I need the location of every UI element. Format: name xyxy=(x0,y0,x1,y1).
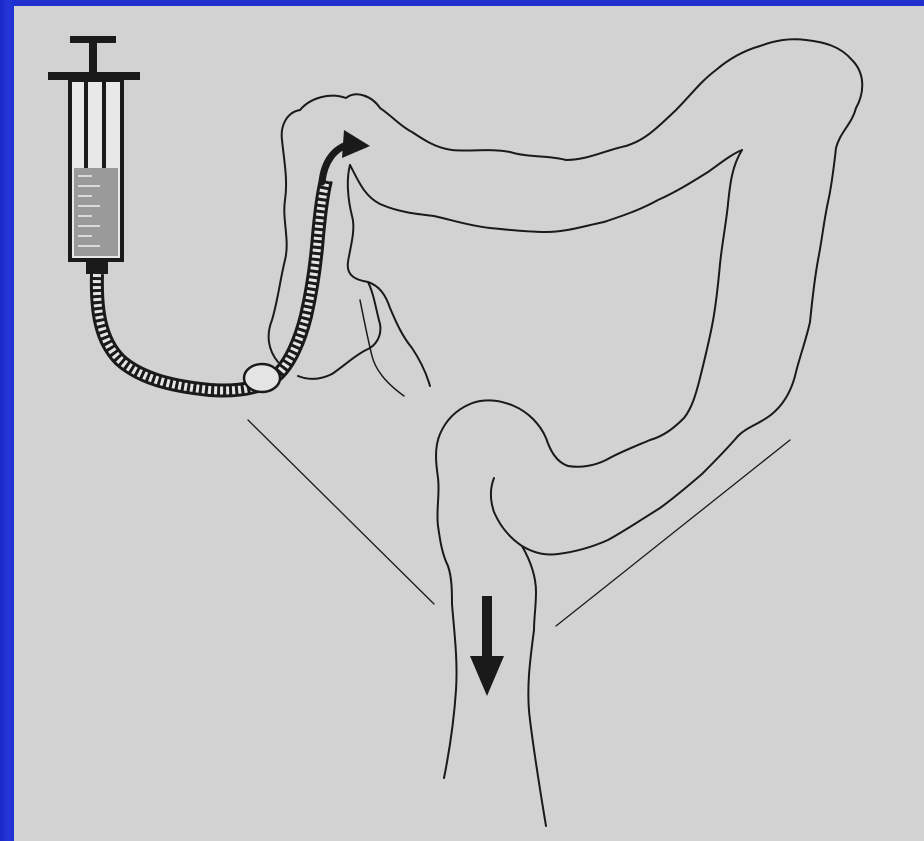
transverse-colon-lower xyxy=(350,150,742,232)
curved-arrow-icon xyxy=(322,130,370,182)
guide-line-left xyxy=(248,420,434,604)
ileum-edge xyxy=(360,300,404,396)
sigmoid-inner xyxy=(491,436,738,555)
plunger-cap xyxy=(70,36,116,43)
rectum-right xyxy=(528,630,546,826)
sigmoid-right-edge xyxy=(522,546,536,630)
down-arrow-icon xyxy=(470,596,504,696)
syringe-fluid xyxy=(74,168,118,256)
catheter-tube xyxy=(97,180,326,392)
ascending-colon-outer xyxy=(269,110,300,362)
hepatic-flexure xyxy=(300,39,862,160)
rectum-left xyxy=(444,604,457,778)
catheter-balloon xyxy=(244,364,280,392)
colon-lavage-diagram xyxy=(14,6,924,841)
descending-colon-outer xyxy=(738,108,856,436)
sigmoid-colon xyxy=(436,400,568,604)
syringe-nozzle xyxy=(86,260,108,274)
illustration-panel xyxy=(14,6,924,841)
colon-illustration xyxy=(248,39,862,826)
plunger-rod xyxy=(89,42,97,74)
guide-line-right xyxy=(556,440,790,626)
descending-colon-inner xyxy=(568,150,742,467)
syringe-icon xyxy=(48,36,140,274)
